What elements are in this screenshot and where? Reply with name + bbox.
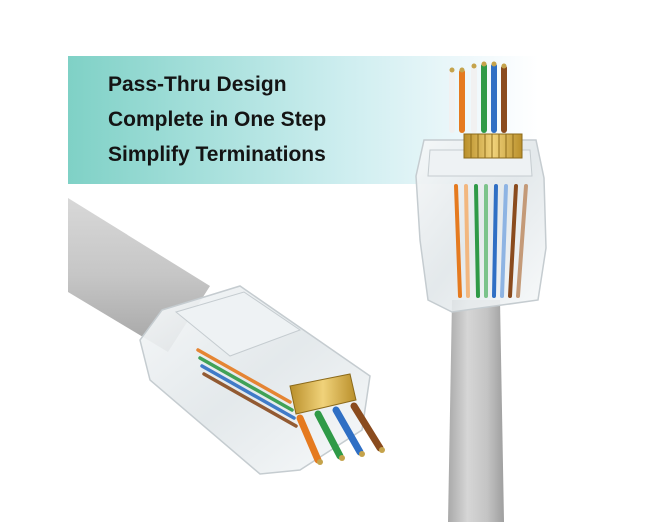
- rj45-connector-upright-icon: [415, 61, 547, 522]
- rj45-connector-angled-icon: [139, 285, 385, 475]
- feature-one-step: Complete in One Step: [108, 108, 327, 131]
- feature-simplify: Simplify Terminations: [108, 143, 326, 166]
- feature-list: Pass-Thru Design Complete in One Step Si…: [108, 72, 326, 167]
- feature-pass-thru: Pass-Thru Design: [108, 73, 287, 96]
